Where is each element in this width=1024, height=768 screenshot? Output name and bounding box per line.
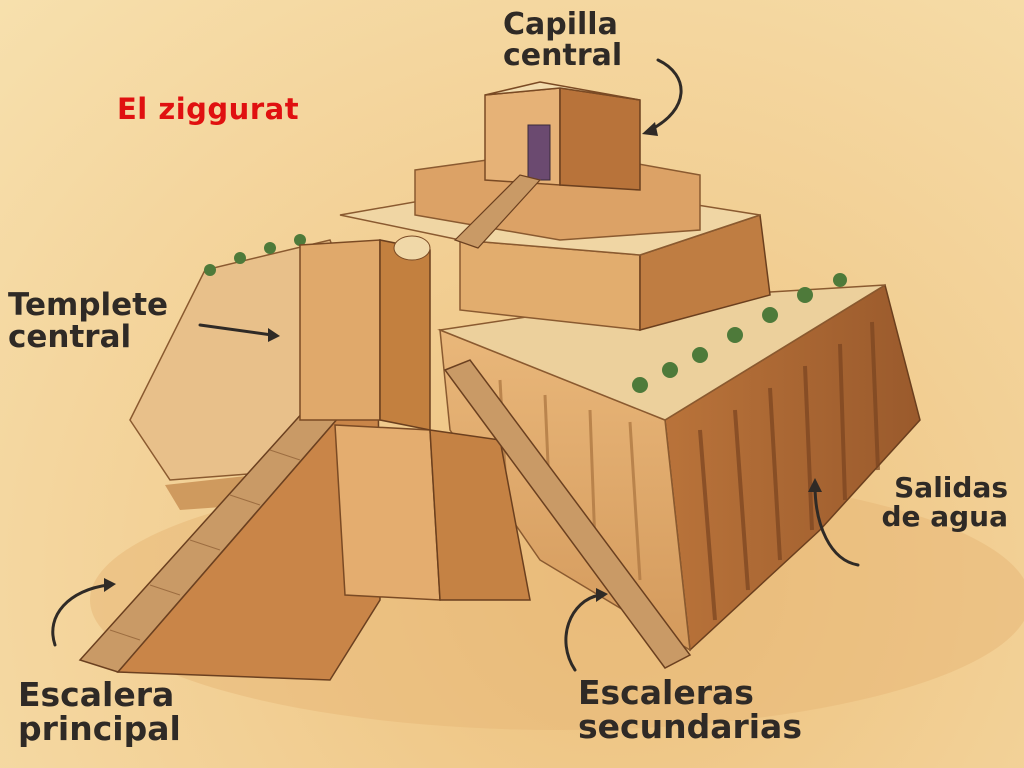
label-line: secundarias <box>578 706 802 746</box>
label-line: Salidas <box>894 471 1008 504</box>
label-line: central <box>8 318 132 355</box>
label-escaleras-secundarias: Escaleras secundarias <box>578 676 802 743</box>
label-line: de agua <box>881 499 1008 533</box>
label-line: Escaleras <box>578 673 754 712</box>
label-salidas-de-agua: Salidas de agua <box>868 471 1008 533</box>
page-title: El ziggurat <box>117 92 300 126</box>
palm-trees <box>204 234 847 393</box>
arrow-templete <box>198 323 280 342</box>
label-line: central <box>503 37 623 73</box>
label-line: Capilla <box>503 7 618 42</box>
right-side-grooves <box>698 321 880 621</box>
secondary-staircase <box>443 359 692 669</box>
label-line: principal <box>18 708 181 748</box>
label-line: Escalera <box>18 675 175 714</box>
label-templete-central: Templete central <box>8 287 169 355</box>
chapel-roof <box>484 81 641 101</box>
arrow-capilla <box>642 58 683 136</box>
label-escalera-principal: Escalera principal <box>18 678 181 745</box>
label-line: Templete <box>8 287 169 323</box>
upper-staircase <box>453 174 542 249</box>
arrow-escalera <box>51 578 116 647</box>
main-staircase-steps <box>109 404 341 641</box>
main-staircase-mass <box>116 370 381 681</box>
arrow-salidas <box>808 478 860 567</box>
label-capilla-central: Capilla central <box>503 7 623 73</box>
arrow-escaleras <box>564 588 608 672</box>
templete-dome <box>393 235 431 261</box>
gate-tower-side <box>429 429 531 601</box>
